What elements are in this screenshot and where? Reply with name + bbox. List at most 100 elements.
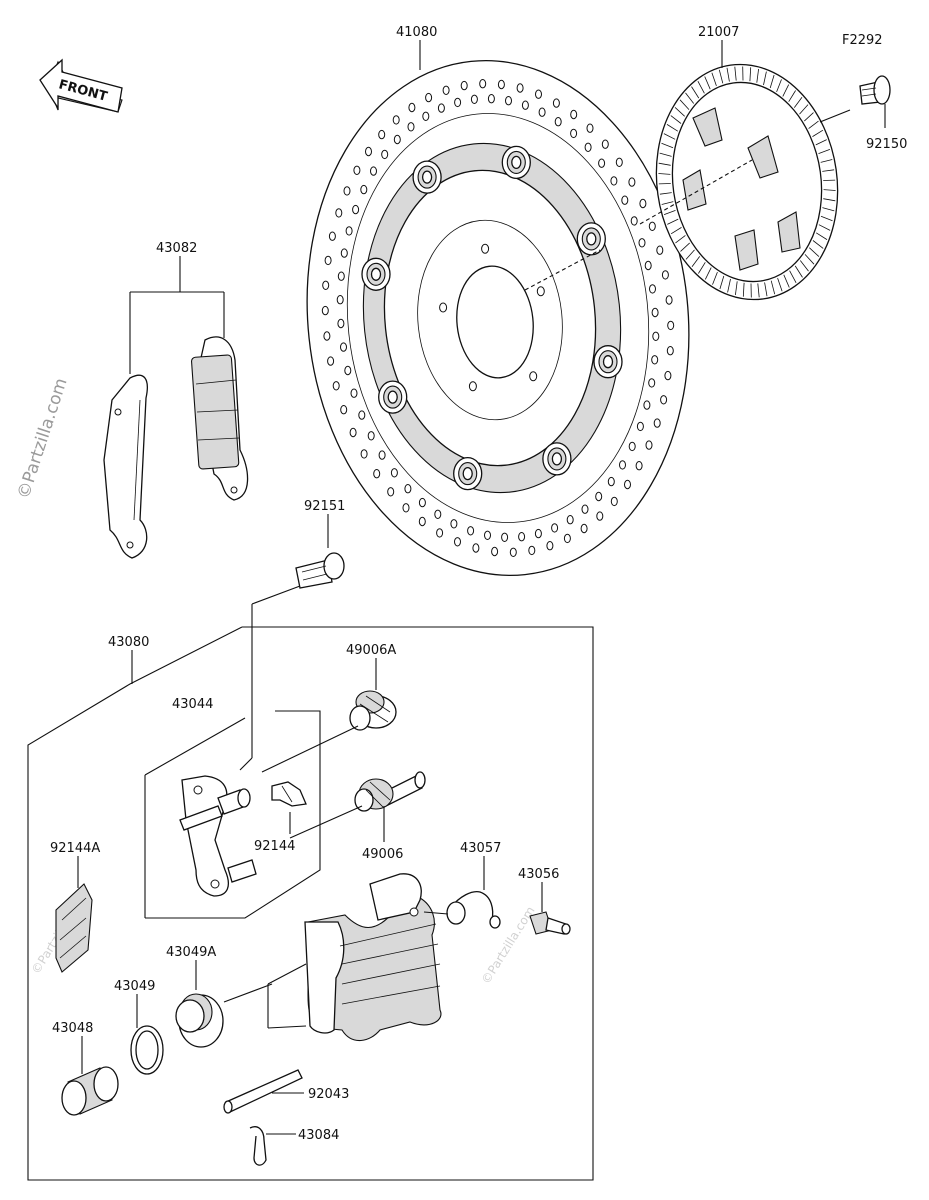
disc-vent-hole bbox=[610, 176, 618, 186]
tone-ring-tooth bbox=[666, 124, 679, 132]
disc-vent-hole bbox=[404, 484, 412, 494]
disc-vent-hole bbox=[660, 395, 668, 405]
tone-ring-tooth bbox=[667, 218, 679, 225]
disc-vent-hole bbox=[645, 440, 653, 450]
disc-vent-hole bbox=[360, 449, 368, 459]
tone-ring-tooth bbox=[804, 112, 814, 122]
disc-vent-hole bbox=[436, 528, 444, 538]
tone-ring-tooth bbox=[782, 84, 790, 97]
disc-vent-hole bbox=[501, 532, 509, 542]
disc-vent-hole bbox=[349, 427, 357, 438]
disc-rivet bbox=[593, 345, 623, 379]
disc-vent-hole bbox=[615, 157, 623, 168]
disc-vent-hole bbox=[335, 208, 343, 218]
piston-43048 bbox=[61, 1066, 119, 1116]
disc-vent-hole bbox=[487, 94, 495, 104]
tone-ring-tooth bbox=[674, 107, 685, 117]
disc-vent-hole bbox=[598, 158, 606, 168]
disc-vent-hole bbox=[563, 533, 571, 544]
watermark-left: ©Partzilla.com bbox=[14, 376, 72, 502]
disc-vent-hole bbox=[336, 295, 344, 305]
abs-tone-ring bbox=[655, 63, 839, 301]
tone-ring-tooth bbox=[697, 81, 705, 94]
tone-ring-tooth bbox=[718, 69, 724, 84]
part-label-49006: 49006 bbox=[362, 847, 403, 862]
tone-ring-tooth bbox=[818, 224, 831, 231]
disc-vent-hole bbox=[491, 546, 499, 557]
part-label-F2292: F2292 bbox=[842, 33, 883, 48]
tone-ring-tooth bbox=[727, 278, 731, 293]
part-label-43080: 43080 bbox=[108, 635, 149, 650]
hub-bolt-hole bbox=[481, 243, 490, 254]
pad-spring-clip bbox=[271, 781, 307, 807]
tone-ring-tooth bbox=[820, 215, 833, 222]
disc-vent-hole bbox=[353, 165, 361, 176]
brake-pad-rear bbox=[191, 336, 249, 501]
disc-vent-hole bbox=[554, 117, 562, 127]
disc-vent-hole bbox=[360, 184, 368, 195]
disc-vent-hole bbox=[332, 381, 340, 391]
disc-vent-hole bbox=[454, 537, 461, 547]
disc-vent-hole bbox=[651, 355, 659, 365]
tone-ring-tooth bbox=[742, 282, 745, 297]
hub-bolt-hole bbox=[439, 302, 448, 313]
disc-vent-hole bbox=[460, 80, 468, 91]
tone-ring-tooth bbox=[663, 210, 676, 215]
slide-pin-49006 bbox=[354, 771, 426, 812]
disc-vent-hole bbox=[664, 370, 672, 381]
disc-vent-hole bbox=[644, 260, 652, 271]
tone-ring-tooth bbox=[822, 169, 835, 172]
disc-vent-hole bbox=[378, 129, 386, 140]
disc-vent-hole bbox=[373, 469, 381, 479]
hub-bolt-hole bbox=[536, 286, 545, 297]
bracket-frame bbox=[145, 710, 321, 919]
disc-vent-hole bbox=[649, 284, 656, 294]
tone-ring-tooth bbox=[763, 71, 767, 86]
tone-ring-tooth bbox=[659, 192, 672, 195]
tone-ring-tooth bbox=[777, 277, 783, 292]
leader-lines bbox=[77, 40, 886, 1135]
part-label-21007: 21007 bbox=[698, 25, 739, 40]
tone-ring-tooth bbox=[685, 249, 695, 260]
disc-vent-hole bbox=[528, 545, 536, 556]
disc-vent-hole bbox=[434, 509, 442, 519]
disc-vent-hole bbox=[327, 356, 335, 366]
disc-vent-hole bbox=[442, 85, 450, 96]
disc-vent-hole bbox=[321, 305, 329, 316]
disc-vent-hole bbox=[652, 331, 660, 341]
disc-vent-hole bbox=[666, 346, 674, 356]
disc-vent-hole bbox=[581, 504, 589, 514]
disc-rivet bbox=[453, 456, 483, 491]
tone-ring-tooth bbox=[769, 74, 775, 89]
part-label-43084: 43084 bbox=[298, 1128, 339, 1143]
disc-vent-hole bbox=[337, 271, 345, 281]
disc-vent-hole bbox=[437, 103, 445, 113]
tone-ring-tooth bbox=[812, 240, 824, 249]
tone-ring-tooth bbox=[719, 275, 725, 290]
disc-vent-hole bbox=[656, 245, 664, 255]
caliper-body bbox=[304, 873, 442, 1042]
disc-vent-hole bbox=[378, 450, 386, 460]
tone-ring-tooth bbox=[799, 260, 809, 272]
disc-vent-hole bbox=[337, 318, 345, 329]
disc-vent-hole bbox=[340, 342, 347, 352]
tone-ring-tooth bbox=[734, 66, 737, 81]
tone-ring-tooth bbox=[659, 152, 672, 157]
disc-vent-hole bbox=[454, 97, 462, 108]
tone-ring-tooth bbox=[776, 79, 782, 93]
tone-ring-tooth bbox=[809, 247, 820, 257]
disc-vent-hole bbox=[425, 92, 433, 103]
disc-vent-hole bbox=[521, 100, 529, 110]
disc-rivet bbox=[378, 380, 408, 414]
tone-ring-tooth bbox=[764, 282, 768, 297]
disc-vent-hole bbox=[393, 134, 401, 145]
disc-vent-hole bbox=[638, 238, 646, 248]
tone-ring-tooth bbox=[823, 189, 836, 191]
disc-vent-hole bbox=[570, 128, 578, 139]
tone-ring-tooth bbox=[680, 242, 690, 252]
tone-ring-tooth bbox=[788, 90, 796, 102]
disc-vent-hole bbox=[509, 547, 517, 557]
disc-vent-hole bbox=[648, 221, 656, 232]
piston-seal-43049 bbox=[130, 1025, 164, 1075]
